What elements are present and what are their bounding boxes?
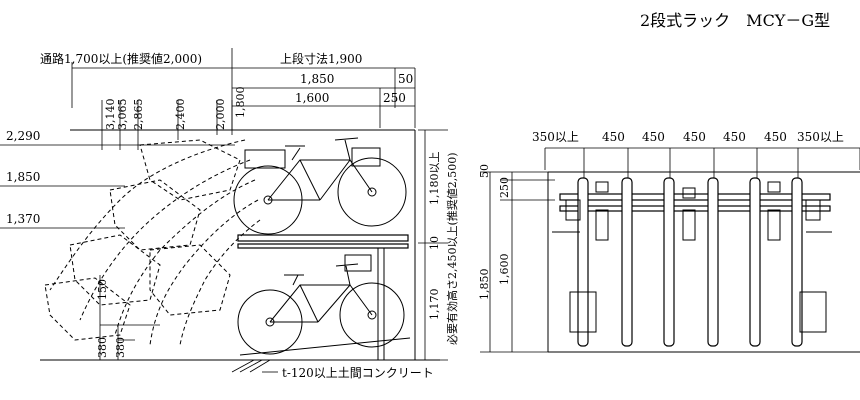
front-dim-1600: 1,600	[498, 254, 511, 286]
front-view: 350以上 450 450 450 450 450 350以上 50 250 1…	[478, 130, 860, 353]
vdim-3065: 3,065	[116, 99, 129, 131]
right-dim-1170: 1,170	[428, 289, 441, 321]
top-dim-50: 50	[398, 72, 413, 86]
lower-bicycle	[237, 254, 405, 355]
effective-height-label: 必要有効高さ2,450以上(推奨値2,500)	[445, 152, 459, 345]
spacing-1: 450	[602, 130, 625, 144]
rack-slot-5	[749, 177, 781, 347]
front-dim-50: 50	[478, 164, 491, 178]
floor-note: t-120以上土間コンクリート	[282, 366, 434, 380]
upper-rack-rail-2	[237, 243, 409, 249]
vdim-2000: 2,000	[214, 99, 227, 131]
rack-slot-3	[663, 177, 696, 347]
right-dim-10: 10	[428, 236, 441, 250]
top-dim-1600: 1,600	[295, 91, 329, 105]
bottom-dim-380-a: 380	[96, 337, 109, 358]
vdim-3140: 3,140	[104, 99, 117, 131]
front-dim-250: 250	[498, 177, 511, 198]
top-dim-1850: 1,850	[300, 72, 334, 86]
height-1850: 1,850	[6, 170, 40, 184]
height-1370: 1,370	[6, 212, 40, 226]
vdim-1800: 1,800	[234, 87, 247, 119]
spacing-5: 450	[764, 130, 787, 144]
spacing-2: 450	[642, 130, 665, 144]
lower-rack-ramp	[239, 337, 411, 356]
spacing-3: 450	[683, 130, 706, 144]
rack-slot-2	[621, 177, 633, 347]
spacing-0: 350以上	[532, 130, 579, 144]
vdim-2400: 2,400	[174, 99, 187, 131]
rack-slot-4	[707, 177, 719, 347]
drawing-title: 2段式ラック MCY－G型	[640, 11, 830, 30]
side-view: 通路1,700以上(推奨値2,000) 上段寸法1,900 1,850 50 1…	[0, 48, 459, 380]
spacing-6: 350以上	[797, 130, 844, 144]
left-bracket	[565, 199, 581, 221]
right-bracket	[805, 199, 821, 221]
right-dim-1180: 1,180以上	[428, 152, 441, 206]
bottom-dim-150: 150	[96, 279, 109, 300]
swing-trajectory	[44, 139, 261, 346]
rack-slot-6	[791, 177, 827, 347]
upper-rack-rail	[237, 234, 409, 242]
rack-slot-1	[569, 177, 609, 347]
front-dim-1850: 1,850	[478, 269, 491, 301]
aisle-label: 通路1,700以上(推奨値2,000)	[40, 51, 202, 66]
upper-dim-label: 上段寸法1,900	[280, 51, 362, 66]
height-2290: 2,290	[6, 129, 40, 143]
bottom-dim-380-b: 380	[114, 337, 127, 358]
top-dim-250: 250	[383, 91, 406, 105]
upper-bicycle	[233, 137, 407, 235]
spacing-4: 450	[723, 130, 746, 144]
vdim-2865: 2,865	[132, 99, 145, 131]
